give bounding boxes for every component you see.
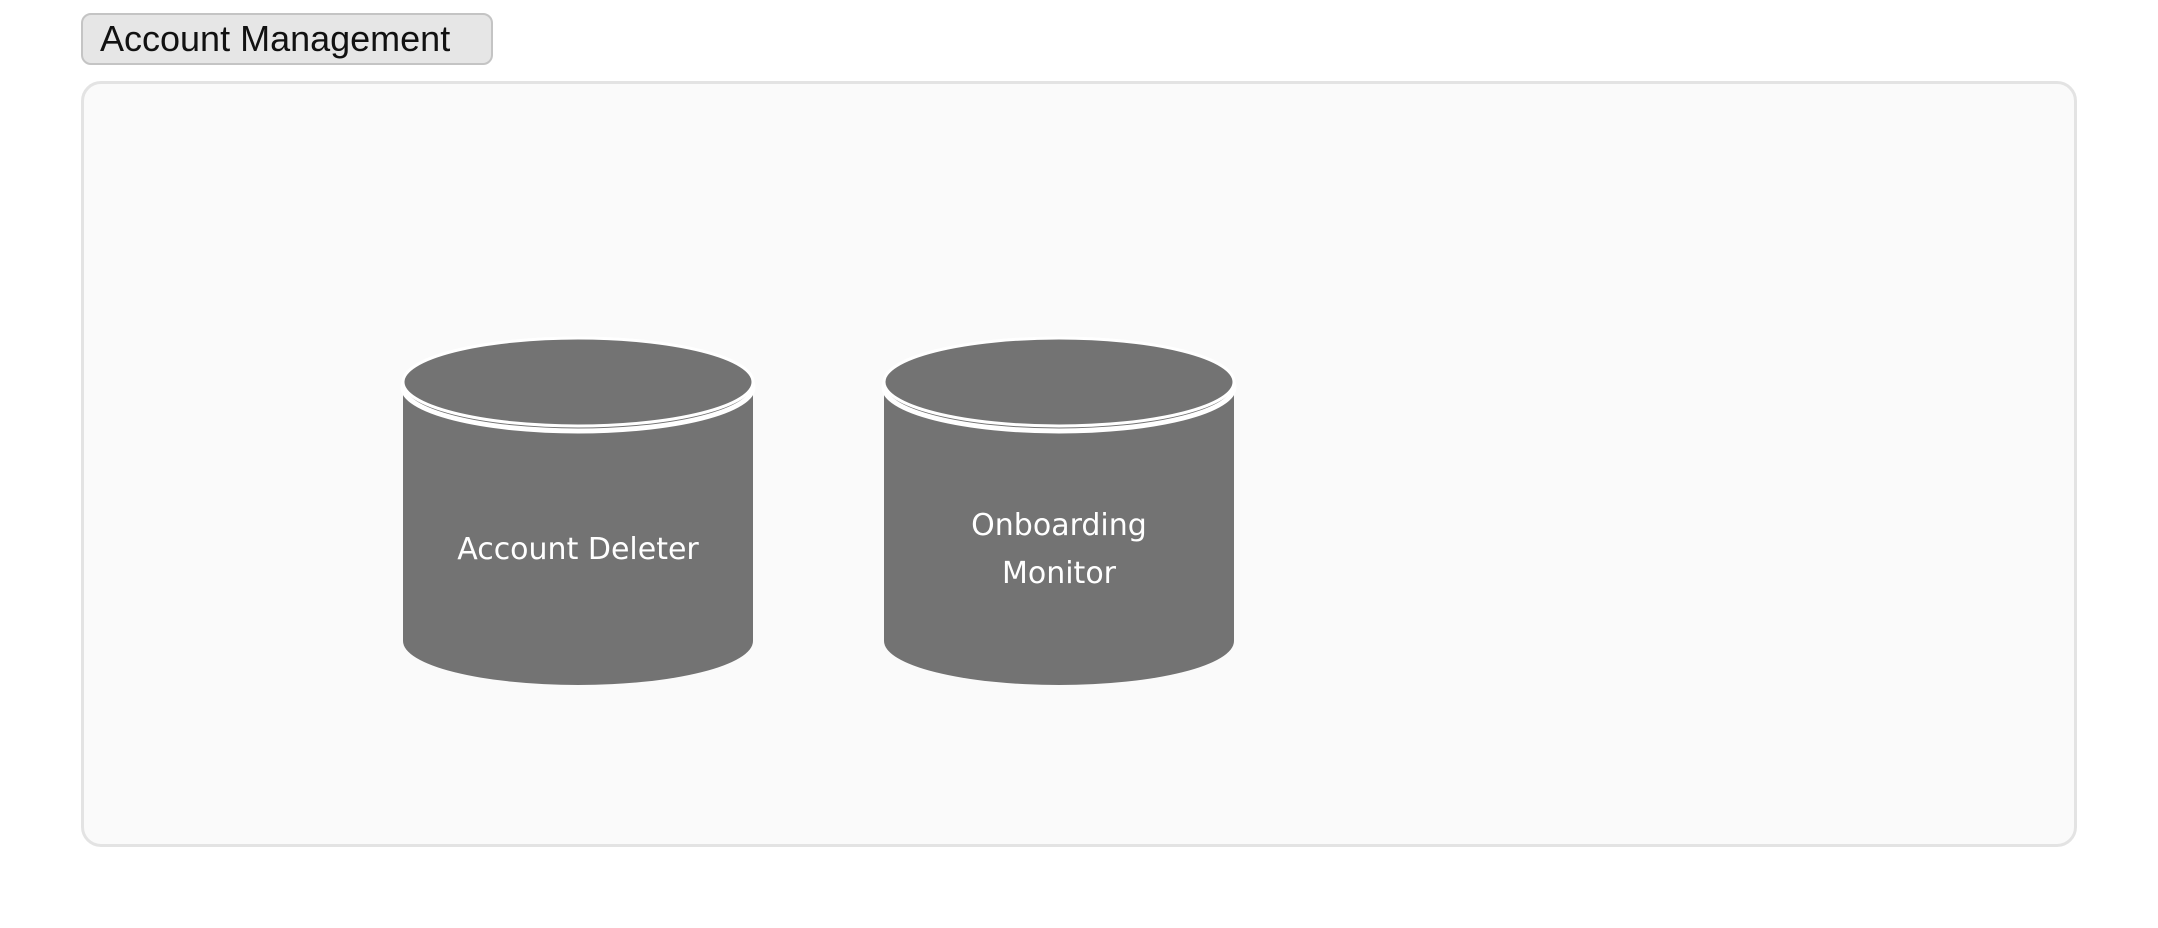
node-onboarding-monitor[interactable]: Onboarding Monitor	[881, 336, 1237, 691]
group-container: Account Deleter Onboarding Monitor	[81, 81, 2077, 847]
group-title: Account Management	[100, 18, 451, 59]
node-label: Onboarding Monitor	[971, 508, 1147, 591]
node-account-deleter[interactable]: Account Deleter	[400, 336, 756, 691]
node-label: Account Deleter	[457, 532, 699, 567]
database-cylinder-icon	[881, 336, 1237, 685]
database-cylinder-icon	[400, 336, 756, 685]
group-title-tab[interactable]: Account Management	[81, 13, 493, 65]
